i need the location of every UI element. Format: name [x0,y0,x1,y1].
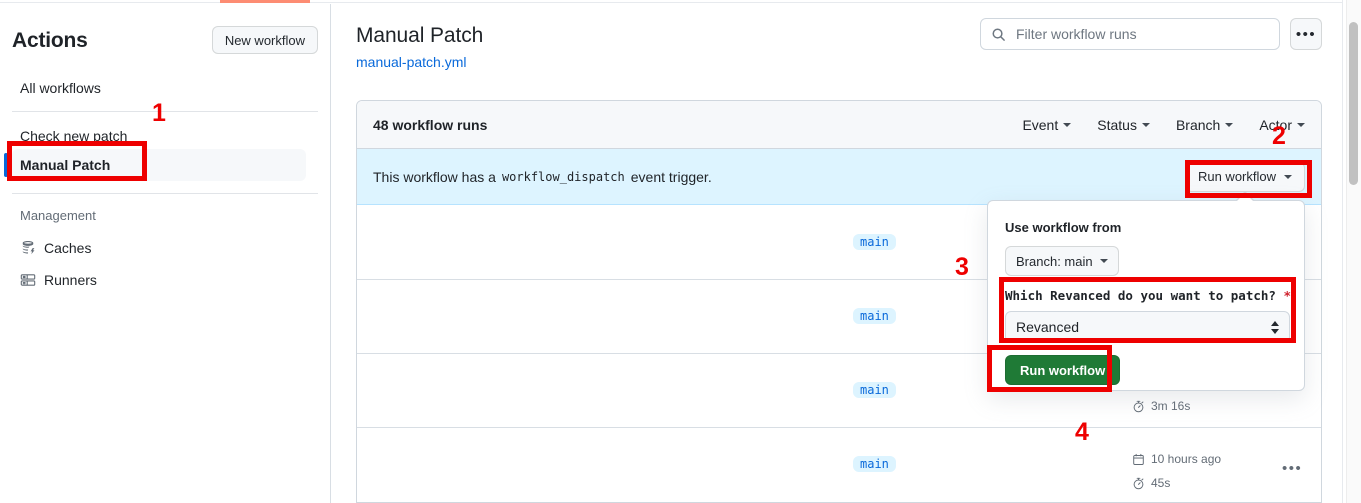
chevron-down-icon [1099,259,1108,263]
table-row[interactable]: main 10 hours ago [357,428,1321,502]
revanced-select-value: Revanced [1016,319,1080,335]
filter-branch-dropdown[interactable]: Branch [1175,116,1234,133]
run-timestamp-text: 10 hours ago [1151,452,1222,466]
row-more-options-icon[interactable]: ••• [1282,460,1303,477]
page-scrollbar[interactable] [1346,0,1361,503]
sidebar-item-label: Runners [44,272,97,288]
sidebar-title: Actions [12,29,88,52]
dispatch-event-code: workflow_dispatch [501,169,625,184]
chevron-down-icon [1284,174,1292,179]
workflow-input-label: Which Revanced do you want to patch? * [1005,288,1291,303]
stopwatch-icon [1132,400,1145,413]
scrollbar-thumb[interactable] [1349,22,1358,185]
use-workflow-from-label: Use workflow from [1005,220,1122,235]
run-filters: Event Status Branch Actor [1022,117,1305,133]
filter-workflow-runs-box[interactable] [980,18,1280,50]
required-marker: * [1283,288,1291,303]
chevron-down-icon [1141,122,1150,127]
workflow-dispatch-banner: This workflow has a workflow_dispatch ev… [357,149,1321,205]
new-workflow-label: New workflow [224,32,305,48]
stopwatch-icon [1132,477,1145,490]
filter-label: Status [1097,116,1137,133]
select-updown-icon [1271,320,1279,334]
filter-label: Branch [1175,116,1221,133]
sidebar-item-all-workflows[interactable]: All workflows [12,72,306,104]
run-duration-text: 3m 16s [1151,399,1191,413]
kebab-icon: ••• [1295,25,1317,43]
search-input[interactable] [1014,25,1269,43]
filter-label: Event [1022,116,1059,133]
sidebar-item-label: All workflows [20,80,101,96]
sidebar-item-check-new-patch[interactable]: Check new patch [12,120,306,152]
actions-sidebar: Actions New workflow All workflows Check… [0,4,330,503]
sidebar-item-runners[interactable]: Runners [12,264,306,296]
run-meta: 3m 16s [1132,397,1190,415]
sidebar-group-management: Management [20,208,96,223]
submit-run-workflow-label: Run workflow [1020,362,1106,378]
run-timestamp: 10 hours ago [1132,450,1221,468]
filter-label: Actor [1259,116,1292,133]
workflow-runs-card: 48 workflow runs Event Status Branch [356,100,1322,503]
page-right-edge [1342,0,1343,503]
calendar-icon [1132,453,1145,466]
sidebar-item-manual-patch[interactable]: Manual Patch [4,149,306,181]
chevron-down-icon [1063,122,1072,127]
workflow-input-label-text: Which Revanced do you want to patch? [1005,288,1276,303]
chevron-down-icon [1225,122,1234,127]
run-workflow-popover: Use workflow from Branch: main Which Rev… [987,200,1305,391]
run-meta: 10 hours ago 45s [1132,450,1221,492]
submit-run-workflow-button[interactable]: Run workflow [1005,355,1121,385]
branch-badge[interactable]: main [853,456,896,472]
run-duration-text: 45s [1151,476,1171,490]
branch-badge[interactable]: main [853,382,896,398]
filter-status-dropdown[interactable]: Status [1097,117,1150,133]
page-more-options-button[interactable]: ••• [1290,18,1322,50]
branch-selector-label: Branch: main [1016,253,1093,269]
new-workflow-button[interactable]: New workflow [211,26,318,54]
run-workflow-dropdown-button[interactable]: Run workflow [1184,161,1305,192]
chevron-down-icon [1297,122,1305,127]
page-title: Manual Patch [356,24,484,47]
popover-caret-fill [1237,193,1253,201]
dispatch-suffix: event trigger. [630,168,712,185]
branch-badge[interactable]: main [853,308,896,324]
branch-selector-button[interactable]: Branch: main [1005,246,1119,276]
run-workflow-label: Run workflow [1197,169,1276,184]
sidebar-item-caches[interactable]: Caches [12,232,306,264]
run-duration: 3m 16s [1132,397,1190,415]
workflow-runs-count: 48 workflow runs [373,116,488,133]
cache-icon [20,240,36,256]
search-icon [991,27,1006,42]
branch-badge[interactable]: main [853,234,896,250]
sidebar-item-label: Manual Patch [20,157,111,173]
revanced-select[interactable]: Revanced [1005,311,1290,343]
table-row[interactable]: main [357,280,1321,354]
table-row[interactable]: main 3m 16s [357,354,1321,428]
filter-event-dropdown[interactable]: Event [1022,116,1072,133]
top-divider [0,2,1342,3]
page-loading-bar [220,0,310,3]
workflow-runs-header: 48 workflow runs Event Status Branch [357,101,1321,149]
workflow-file-link[interactable]: manual-patch.yml [356,54,467,70]
sidebar-divider-2 [12,193,318,194]
sidebar-vertical-divider [330,4,331,503]
server-icon [20,272,36,288]
sidebar-item-label: Check new patch [20,128,128,144]
sidebar-item-label: Caches [44,240,92,256]
dispatch-prefix: This workflow has a [373,168,496,185]
table-row[interactable]: main [357,206,1321,280]
filter-actor-dropdown[interactable]: Actor [1259,117,1305,133]
sidebar-divider-1 [12,111,318,112]
sidebar-header: Actions New workflow [12,26,318,60]
main-content: Manual Patch manual-patch.yml ••• 48 wor… [331,4,1342,503]
run-duration: 45s [1132,474,1221,492]
